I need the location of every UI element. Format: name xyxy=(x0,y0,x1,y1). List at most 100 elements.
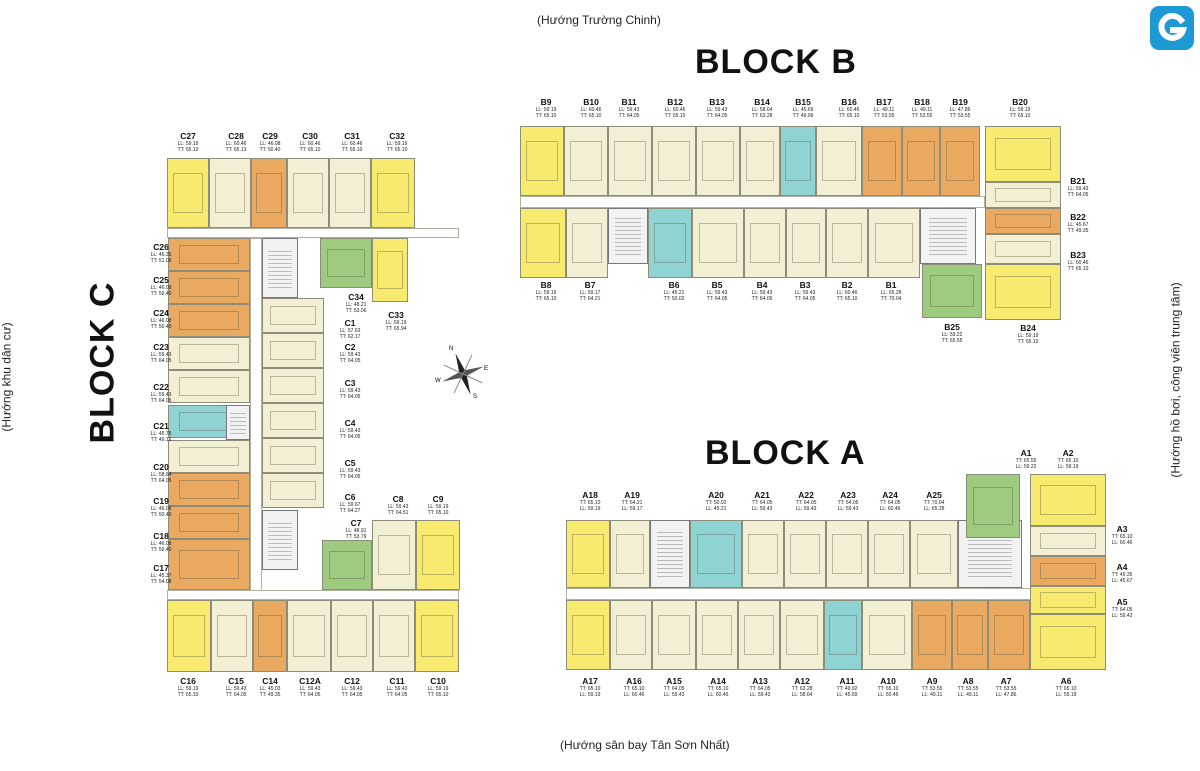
unit-area-line-1: LL: 57.63 xyxy=(339,328,361,334)
unit-area-line-2: TT: 50.40 xyxy=(150,324,172,330)
unit-code: A12 xyxy=(794,676,810,686)
unit-code: B16 xyxy=(841,97,857,107)
unit-area-line-1: LL: 45.69 xyxy=(792,107,814,113)
unit-code: B21 xyxy=(1070,176,1086,186)
unit-c20 xyxy=(168,440,250,473)
unit-c17 xyxy=(168,539,250,590)
unit-c26 xyxy=(168,238,250,271)
unit-area-line-2: TT: 65.10 xyxy=(299,147,321,153)
unit-area-line-2: TT: 49.35 xyxy=(1067,228,1089,234)
unit-b15 xyxy=(780,126,816,196)
unit-area-line-1: TT: 53.55 xyxy=(921,686,943,692)
unit-c12 xyxy=(331,600,373,672)
unit-area-line-1: TT: 65.10 xyxy=(1057,458,1079,464)
unit-c5 xyxy=(262,438,324,473)
unit-code: C23 xyxy=(153,342,169,352)
unit-area-line-1: LL: 59.43 xyxy=(339,468,361,474)
unit-area-line-2: TT: 53.55 xyxy=(911,113,933,119)
block-b-core-left xyxy=(608,208,648,264)
unit-b6 xyxy=(648,208,692,278)
unit-area-line-2: TT: 65.10 xyxy=(535,113,557,119)
compass-icon xyxy=(442,353,484,395)
unit-area-line-2: TT: 64.05 xyxy=(794,296,816,302)
unit-area-line-2: LL: 45.21 xyxy=(705,506,727,512)
unit-a20 xyxy=(690,520,742,588)
unit-a24 xyxy=(868,520,910,588)
unit-area-line-1: LL: 59.43 xyxy=(618,107,640,113)
unit-area-line-1: LL: 59.43 xyxy=(150,392,172,398)
unit-area-line-2: LL: 45.67 xyxy=(1111,578,1133,584)
unit-code: A18 xyxy=(582,490,598,500)
unit-b9 xyxy=(520,126,564,196)
unit-area-line-2: TT: 53.79 xyxy=(345,534,367,540)
unit-area-line-2: LL: 45.69 xyxy=(836,692,858,698)
unit-area-line-1: LL: 59.43 xyxy=(794,290,816,296)
unit-area-line-1: LL: 60.46 xyxy=(580,107,602,113)
unit-area-line-2: LL: 59.43 xyxy=(1111,613,1133,619)
unit-code: C12A xyxy=(299,676,321,686)
compass-rose: N S E W xyxy=(435,346,489,400)
unit-code: C20 xyxy=(153,462,169,472)
unit-area-line-2: TT: 64.05 xyxy=(618,113,640,119)
unit-area-line-2: TT: 64.27 xyxy=(339,508,361,514)
unit-area-line-2: LL: 60.46 xyxy=(707,692,729,698)
unit-a14 xyxy=(696,600,738,670)
unit-area-line-2: LL: 59.43 xyxy=(837,506,859,512)
unit-area-line-1: TT: 64.05 xyxy=(795,500,817,506)
unit-code: A3 xyxy=(1116,524,1128,534)
compass-n: N xyxy=(449,346,454,352)
unit-area-line-2: TT: 63.28 xyxy=(751,113,773,119)
unit-area-line-1: TT: 70.04 xyxy=(923,500,945,506)
unit-area-line-2: TT: 50.40 xyxy=(150,547,172,553)
unit-code: A24 xyxy=(882,490,898,500)
unit-a15 xyxy=(652,600,696,670)
unit-area-line-1: LL: 59.19 xyxy=(1017,333,1039,339)
block-c-corridor-top xyxy=(167,228,459,238)
unit-code: B13 xyxy=(709,97,725,107)
unit-area-line-2: TT: 65.10 xyxy=(1009,113,1031,119)
unit-area-line-2: TT: 64.05 xyxy=(299,692,321,698)
unit-code: B6 xyxy=(668,280,680,290)
unit-c6 xyxy=(262,473,324,508)
unit-area-line-2: TT: 64.05 xyxy=(150,358,172,364)
unit-a9 xyxy=(912,600,952,670)
unit-area-line-1: LL: 59.43 xyxy=(1067,186,1089,192)
unit-code: A17 xyxy=(582,676,598,686)
unit-b13 xyxy=(696,126,740,196)
unit-area-line-2: TT: 64.05 xyxy=(1067,192,1089,198)
block-c-core-inner xyxy=(262,238,298,298)
unit-code: A13 xyxy=(752,676,768,686)
block-a-corridor xyxy=(566,588,1031,600)
unit-area-line-2: TT: 70.04 xyxy=(880,296,902,302)
unit-area-line-2: TT: 64.05 xyxy=(339,474,361,480)
unit-code: C10 xyxy=(430,676,446,686)
unit-area-line-2: TT: 64.05 xyxy=(339,434,361,440)
unit-area-line-1: LL: 65.28 xyxy=(880,290,902,296)
unit-code: B17 xyxy=(876,97,892,107)
unit-area-line-1: TT: 65.55 xyxy=(1015,458,1037,464)
unit-area-line-2: TT: 49.35 xyxy=(259,692,281,698)
unit-b7 xyxy=(566,208,608,278)
unit-area-line-2: TT: 65.10 xyxy=(177,147,199,153)
unit-code: C28 xyxy=(228,131,244,141)
unit-area-line-1: TT: 50.02 xyxy=(705,500,727,506)
unit-code: A4 xyxy=(1116,562,1128,572)
unit-area-line-2: TT: 49.99 xyxy=(792,113,814,119)
